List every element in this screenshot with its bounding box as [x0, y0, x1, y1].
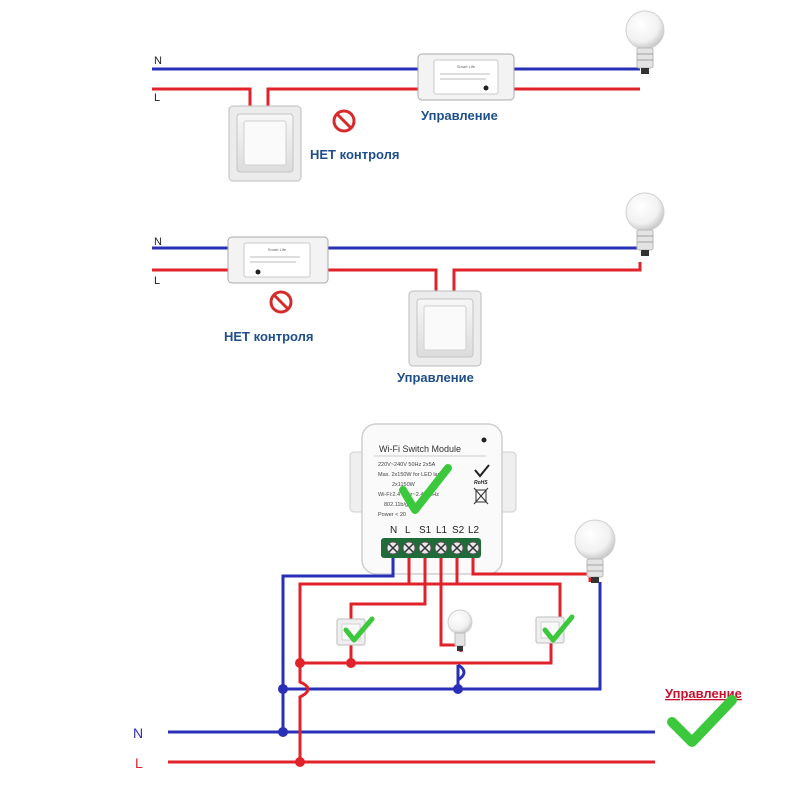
- terminal-label-s1: S1: [419, 525, 432, 536]
- d3-control-ok-check-icon: [667, 695, 737, 747]
- d1-no-control-text: НЕТ контроля: [310, 147, 400, 162]
- module-spec-6: Power < 20: [378, 512, 406, 518]
- d3-small-bulb-icon: [447, 609, 473, 651]
- d1-live-wire: [152, 87, 640, 110]
- d2-n-label: N: [154, 236, 162, 248]
- d3-l-label: L: [135, 755, 143, 771]
- terminal-screw-s2: [450, 541, 464, 555]
- terminal-labels: N L S1 L1 S2 L2: [390, 525, 480, 536]
- d2-no-control-text: НЕТ контроля: [224, 329, 314, 344]
- wifi-switch-module: Wi-Fi Switch Module 220V~240V 50Hz 2x5A …: [349, 423, 517, 575]
- diagram-1: N L Smart Life: [152, 10, 665, 182]
- d3-large-bulb-icon: [574, 519, 616, 583]
- terminal-screw-l1: [434, 541, 448, 555]
- terminal-label-n: N: [390, 525, 397, 536]
- d2-light-bulb-icon: [625, 192, 665, 256]
- d1-no-control-icon: [332, 109, 356, 133]
- module-spec-2: Max. 2x150W for LED lamp: [378, 472, 445, 478]
- module-ok-check-icon: [399, 464, 452, 514]
- d2-wall-switch: [408, 290, 482, 367]
- d3-switch-1-ok-icon: [343, 616, 375, 643]
- d3-neutral-bulb-lead: [456, 663, 466, 689]
- d3-live-wiring: [298, 558, 592, 762]
- terminal-label-l2: L2: [468, 525, 480, 536]
- d2-smart-module: Smart Life: [227, 236, 329, 284]
- terminal-screw-n: [386, 541, 400, 555]
- weee-bin-icon: [473, 487, 489, 505]
- module-spec-5: 802.11b/g/n: [384, 502, 413, 508]
- d2-no-control-icon: [269, 290, 293, 314]
- d1-module-label: Smart Life: [457, 64, 476, 69]
- module-rohs-label: RoHS: [474, 480, 488, 486]
- terminal-label-s2: S2: [452, 525, 465, 536]
- terminal-label-l: L: [405, 525, 411, 536]
- d1-l-label: L: [154, 92, 160, 104]
- d3-junctions: [278, 658, 463, 767]
- d3-switch-2-ok-icon: [542, 614, 575, 643]
- module-spec-3: 2x1150W: [392, 482, 416, 488]
- terminal-label-l1: L1: [436, 525, 448, 536]
- d3-n-label: N: [133, 725, 143, 741]
- d2-l-label: L: [154, 275, 160, 287]
- diagram-2: N L Smart Life: [152, 192, 665, 385]
- terminal-block: [381, 538, 481, 558]
- d1-control-text: Управление: [421, 108, 498, 123]
- d3-control-text: Управление: [665, 686, 742, 701]
- rohs-check-icon: [474, 464, 490, 478]
- terminal-screw-l2: [466, 541, 480, 555]
- d2-live-wire: [152, 262, 642, 292]
- d1-smart-module: Smart Life: [417, 53, 515, 101]
- module-spec-1: 220V~240V 50Hz 2x5A: [378, 462, 436, 468]
- terminal-screw-l: [402, 541, 416, 555]
- module-title: Wi-Fi Switch Module: [379, 444, 461, 454]
- d1-light-bulb-icon: [625, 10, 665, 74]
- d1-n-label: N: [154, 55, 162, 67]
- d1-wall-switch: [228, 105, 302, 182]
- d2-module-label: Smart Life: [268, 247, 287, 252]
- d2-control-text: Управление: [397, 370, 474, 385]
- diagram-3: Wi-Fi Switch Module 220V~240V 50Hz 2x5A …: [133, 423, 742, 771]
- terminal-screw-s1: [418, 541, 432, 555]
